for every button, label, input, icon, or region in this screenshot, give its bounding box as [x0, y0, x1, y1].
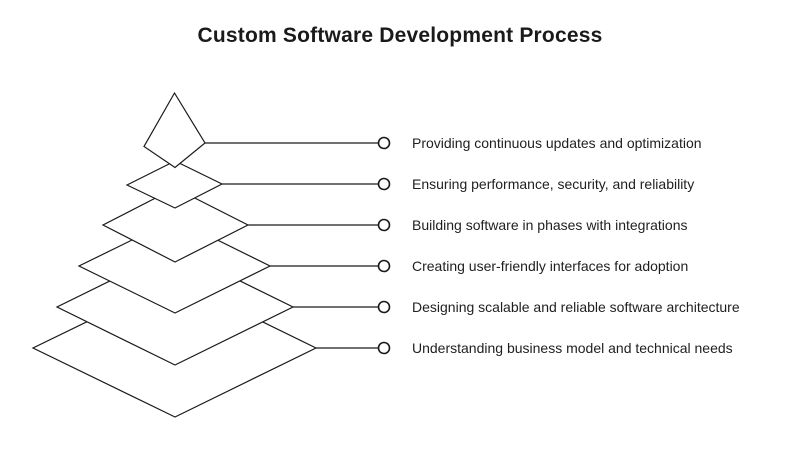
connector-dot-4	[377, 259, 391, 273]
connector-dot-6	[377, 341, 391, 355]
pyramid-level-4-shape	[77, 218, 272, 314]
level-label-6: Understanding business model and technic…	[412, 340, 733, 356]
connector-dot-5	[377, 300, 391, 314]
level-label-5: Designing scalable and reliable software…	[412, 299, 740, 315]
level-label-2: Ensuring performance, security, and reli…	[412, 176, 695, 192]
connector-dot-1	[377, 136, 391, 150]
pyramid-level-3-shape	[101, 187, 250, 263]
connector-dot-2	[377, 177, 391, 191]
level-label-3: Building software in phases with integra…	[412, 217, 688, 233]
pyramid-level-2-shape	[125, 160, 224, 209]
level-label-4: Creating user-friendly interfaces for ad…	[412, 258, 689, 274]
connector-dot-3	[377, 218, 391, 232]
pyramid-level-1-shape	[143, 91, 206, 169]
diagram-title: Custom Software Development Process	[197, 24, 603, 47]
level-label-1: Providing continuous updates and optimiz…	[412, 135, 702, 151]
